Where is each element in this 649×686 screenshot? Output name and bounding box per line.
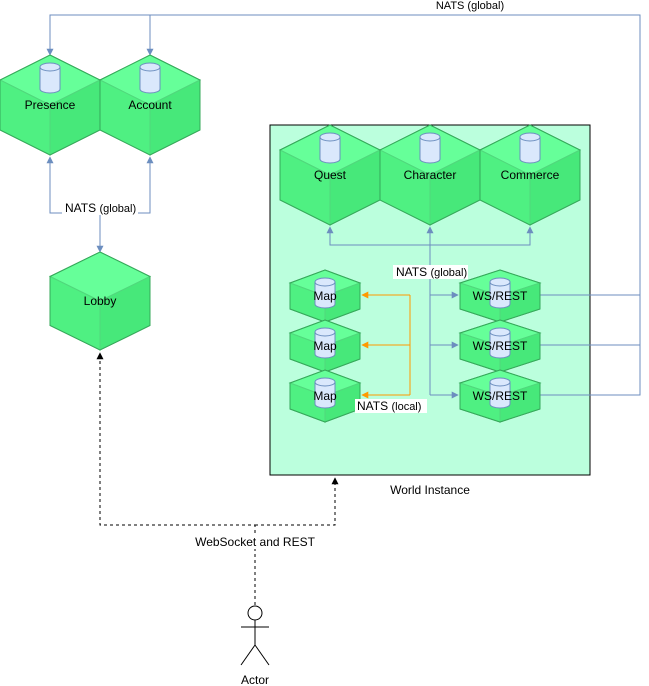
nats-global-left-label-main: NATS xyxy=(65,201,96,215)
wsrest-2-database-top xyxy=(489,327,511,337)
map-2-database-body xyxy=(314,332,336,359)
nats-local-label: NATS (local) xyxy=(357,399,421,413)
account-cube: Account xyxy=(98,54,202,156)
wsrest-1-label: WS/REST xyxy=(473,289,528,303)
nats-global-world-label-main: NATS xyxy=(396,265,427,279)
presence-database-top xyxy=(39,62,61,72)
quest-cube: Quest xyxy=(278,124,382,226)
world-global-quest-edge xyxy=(326,226,430,246)
account-database-top xyxy=(139,62,161,72)
nats-global-world-label-bg xyxy=(393,265,468,279)
presence-database-icon xyxy=(39,62,61,94)
map-2-cube: Map xyxy=(288,319,362,373)
wsrest-3-database-top xyxy=(489,377,511,387)
wsrest-3-label: WS/REST xyxy=(473,389,528,403)
quest-database-icon xyxy=(319,132,341,164)
quest-database-top xyxy=(319,132,341,142)
nats-global-left-label-bg xyxy=(62,200,138,215)
nats-global-world-label: NATS (global) xyxy=(396,265,467,279)
edges-layer xyxy=(46,14,641,605)
nats-local-label-bg xyxy=(355,399,427,413)
wsrest-1-database-body xyxy=(489,282,511,309)
commerce-database-icon xyxy=(519,132,541,164)
nats-global-left-label-paren: (global) xyxy=(99,203,136,215)
account-database-icon xyxy=(139,62,161,94)
map-1-database-body xyxy=(314,282,336,309)
commerce-database-body xyxy=(519,137,541,164)
websocket-lobby-edge xyxy=(96,352,256,605)
nats-global-top-label: NATS (global) xyxy=(436,0,504,12)
nats-global-world-label-paren: (global) xyxy=(430,267,467,279)
nats-global-top-edge xyxy=(46,14,641,295)
wsrest-3-database-body xyxy=(489,382,511,409)
map-3-label: Map xyxy=(313,389,337,403)
actor-label: Actor xyxy=(241,673,269,686)
world-instance-label: World Instance xyxy=(390,483,470,497)
commerce-cube: Commerce xyxy=(478,124,582,226)
map-3-cube: Map xyxy=(288,369,362,423)
nats-local-label-main: NATS xyxy=(357,399,388,413)
character-database-body xyxy=(419,137,441,164)
wsrest-2-database-body xyxy=(489,332,511,359)
map-1-database-top xyxy=(314,277,336,287)
nats-local-label-paren: (local) xyxy=(391,401,421,413)
presence-cube: Presence xyxy=(0,54,102,156)
map-2-database-top xyxy=(314,327,336,337)
lobby-cube-outline xyxy=(49,251,151,351)
account-database-body xyxy=(139,67,161,94)
wsrest-3-database-icon xyxy=(489,377,511,409)
commerce-database-top xyxy=(519,132,541,142)
websocket-world-edge xyxy=(255,477,339,526)
wsrest-2-label: WS/REST xyxy=(473,339,528,353)
commerce-cube-outline xyxy=(479,124,581,226)
actor-icon xyxy=(240,605,270,666)
presence-database-body xyxy=(39,67,61,94)
wsrest-3-global-edge xyxy=(540,294,641,396)
quest-database-body xyxy=(319,137,341,164)
wsrest-1-database-icon xyxy=(489,277,511,309)
map-3-database-icon xyxy=(314,377,336,409)
wsrest-1-database-top xyxy=(489,277,511,287)
account-label: Account xyxy=(128,98,172,112)
commerce-label: Commerce xyxy=(501,168,560,182)
wsrest-3-cube: WS/REST xyxy=(458,369,542,423)
map-3-database-top xyxy=(314,377,336,387)
map-2-database-icon xyxy=(314,327,336,359)
map-3-database-body xyxy=(314,382,336,409)
wsrest-2-cube: WS/REST xyxy=(458,319,542,373)
nats-global-left-label: NATS (global) xyxy=(65,201,136,215)
wsrest-1-cube: WS/REST xyxy=(458,269,542,323)
websocket-rest-label: WebSocket and REST xyxy=(195,535,316,549)
world-global-commerce-edge xyxy=(430,226,534,246)
lobby-cube: Lobby xyxy=(48,251,152,351)
account-cube-outline xyxy=(99,54,201,156)
websocket-label-bg xyxy=(192,535,318,549)
map-2-label: Map xyxy=(313,339,337,353)
character-cube: Character xyxy=(378,124,482,226)
character-database-top xyxy=(419,132,441,142)
labels-layer: NATS (global) NATS (global) NATS (global… xyxy=(62,0,504,686)
presence-label: Presence xyxy=(25,98,76,112)
character-label: Character xyxy=(404,168,457,182)
wsrest-2-database-icon xyxy=(489,327,511,359)
map-1-label: Map xyxy=(313,289,337,303)
map-1-database-icon xyxy=(314,277,336,309)
map-1-cube: Map xyxy=(288,269,362,323)
quest-label: Quest xyxy=(314,168,347,182)
character-database-icon xyxy=(419,132,441,164)
lobby-label: Lobby xyxy=(84,294,117,308)
